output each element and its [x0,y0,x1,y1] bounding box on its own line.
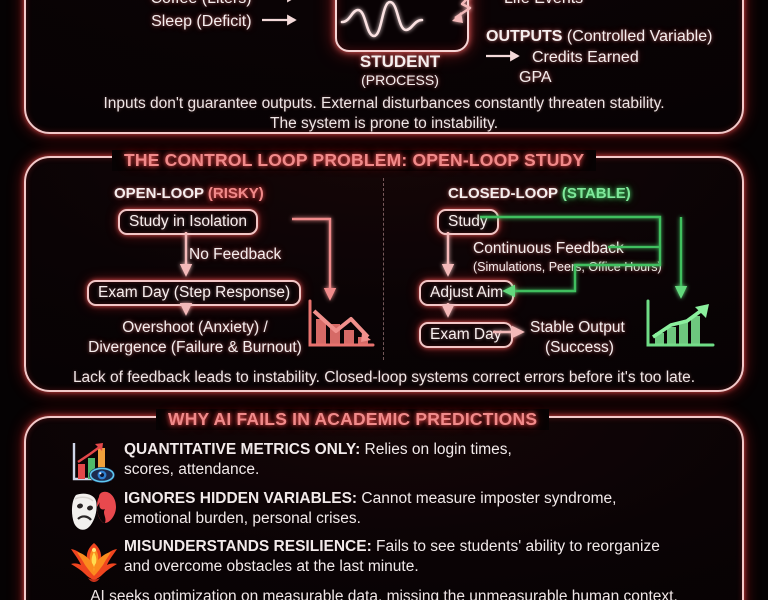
ai-item-2-rest: Fails to see students' ability to reorga… [371,538,660,555]
chart-down-icon [305,297,379,353]
process-name: STUDENT [359,52,441,71]
open-result-line2: Divergence (Failure & Burnout) [88,339,302,356]
bar-chart-eye-icon [68,440,120,486]
open-loop-heading: OPEN-LOOP (RISKY) [114,185,264,202]
output-arrow-icon [486,49,526,67]
input-arrow-icon [262,0,304,8]
input-row-coffee: Coffee (Liters) [84,0,304,8]
phoenix-icon [68,537,120,583]
ai-item-2-line2: and overcome obstacles at the last minut… [124,557,419,575]
closed-result-line1: Stable Output [530,319,625,336]
process-subtitle: (PROCESS) [361,72,439,88]
closed-feedback-label: Continuous Feedback [473,240,624,257]
ai-item-2-line1: MISUNDERSTANDS RESILIENCE: Fails to see … [124,537,724,557]
ai-item-0-bold: QUANTITATIVE METRICS ONLY: [124,441,361,458]
input-arrow-icon [262,13,304,31]
chart-up-icon [643,297,717,353]
output-label-credits: Credits Earned [532,49,639,67]
disturbance-label: Life Events [504,0,583,8]
open-node-exam[interactable]: Exam Day (Step Response) [87,280,302,306]
closed-feedback-sub: (Simulations, Peers, Office Hours) [473,260,662,274]
ai-item-2-bold: MISUNDERSTANDS RESILIENCE: [124,538,372,555]
closed-result-line2: (Success) [545,339,614,356]
open-loop-heading-main: OPEN-LOOP [114,185,204,202]
outputs-title: OUTPUTS (Controlled Variable) [486,28,712,46]
theater-mask-broken-heart-icon [68,489,120,535]
output-label-gpa: GPA [519,69,552,86]
ai-item-1-line2: emotional burden, personal crises. [124,509,361,527]
ai-item-0: QUANTITATIVE METRICS ONLY: Relies on log… [124,440,724,479]
ai-fails-title: WHY AI FAILS IN ACADEMIC PREDICTIONS [156,409,550,430]
column-divider [383,178,384,360]
open-result-line1: Overshoot (Anxiety) / [122,319,268,336]
outputs-title-bold: OUTPUTS [486,28,563,45]
input-label-sleep: Sleep (Deficit) [151,13,252,31]
closed-node-adjust[interactable]: Adjust Aim [419,280,515,306]
closed-loop-heading: CLOSED-LOOP (STABLE) [448,185,631,202]
closed-loop-heading-main: CLOSED-LOOP [448,185,558,202]
open-edge-label: No Feedback [189,246,282,263]
ai-item-1-line1: IGNORES HIDDEN VARIABLES: Cannot measure… [124,489,724,509]
closed-loop-heading-tag: (STABLE) [561,185,631,202]
ai-item-1-bold: IGNORES HIDDEN VARIABLES: [124,490,358,507]
system-caption-line1: Inputs don't guarantee outputs. External… [103,95,665,112]
process-box [335,0,469,52]
system-caption-line2: The system is prone to instability. [270,115,498,132]
outputs-title-rest: (Controlled Variable) [562,28,713,45]
input-label-coffee: Coffee (Liters) [150,0,251,7]
ai-item-2: MISUNDERSTANDS RESILIENCE: Fails to see … [124,537,724,576]
input-row-sleep: Sleep (Deficit) [84,13,304,31]
ai-footnote: AI seeks optimization on measurable data… [90,588,678,600]
closed-node-exam[interactable]: Exam Day [419,322,513,348]
open-node-study[interactable]: Study in Isolation [118,209,259,235]
control-loop-title: THE CONTROL LOOP PROBLEM: OPEN-LOOP STUD… [112,150,597,171]
ai-item-1-rest: Cannot measure imposter syndrome, [357,490,617,507]
ai-item-0-line2: scores, attendance. [124,460,260,478]
ai-item-0-rest: Relies on login times, [360,441,512,458]
loop-caption: Lack of feedback leads to instability. C… [72,369,696,386]
open-loop-heading-tag: (RISKY) [207,185,264,202]
output-row-gpa: GPA [519,69,552,87]
ai-item-1: IGNORES HIDDEN VARIABLES: Cannot measure… [124,489,724,528]
output-row-credits: Credits Earned [486,49,639,67]
closed-node-study[interactable]: Study [437,209,499,235]
ai-item-0-line1: QUANTITATIVE METRICS ONLY: Relies on log… [124,440,724,460]
